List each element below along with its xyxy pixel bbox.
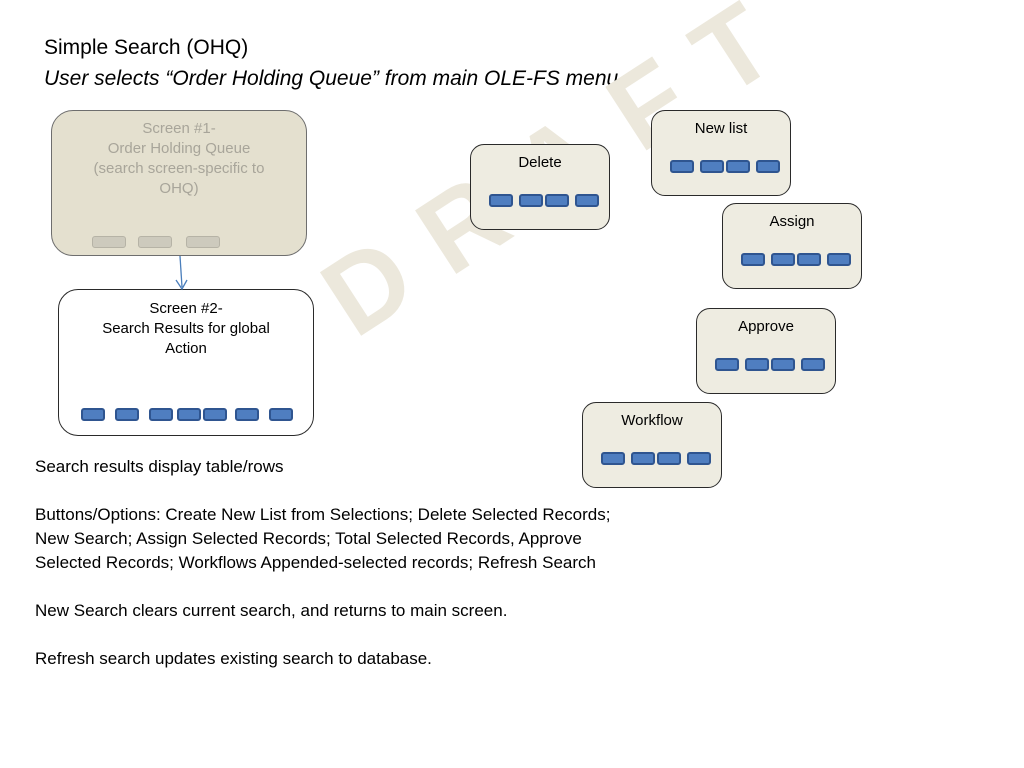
screen-2-label: Screen #2- Search Results for global Act… [102, 300, 270, 357]
approve-dialog-button[interactable] [745, 358, 769, 371]
screen-2-button[interactable] [115, 408, 139, 421]
page-title: Simple Search (OHQ) [44, 36, 249, 59]
approve-dialog: Approve [696, 308, 836, 394]
screen-2-button[interactable] [269, 408, 293, 421]
screen-1-box: Screen #1- Order Holding Queue (search s… [51, 110, 307, 256]
approve-dialog-button[interactable] [715, 358, 739, 371]
new-list-dialog-button[interactable] [670, 160, 694, 173]
delete-dialog-button[interactable] [575, 194, 599, 207]
screen-2-button[interactable] [203, 408, 227, 421]
delete-dialog-button[interactable] [489, 194, 513, 207]
assign-dialog-button[interactable] [827, 253, 851, 266]
assign-dialog-button[interactable] [797, 253, 821, 266]
delete-dialog-button[interactable] [519, 194, 543, 207]
approve-dialog-button[interactable] [771, 358, 795, 371]
new-list-dialog-button[interactable] [700, 160, 724, 173]
new-list-dialog: New list [651, 110, 791, 196]
screen-2-button[interactable] [177, 408, 201, 421]
assign-dialog: Assign [722, 203, 862, 289]
delete-dialog-button[interactable] [545, 194, 569, 207]
note-new-search: New Search clears current search, and re… [35, 601, 508, 620]
new-list-dialog-button[interactable] [756, 160, 780, 173]
approve-dialog-button[interactable] [801, 358, 825, 371]
delete-dialog: Delete [470, 144, 610, 230]
assign-dialog-label: Assign [769, 213, 815, 230]
workflow-dialog-label: Workflow [621, 412, 683, 429]
new-list-dialog-label: New list [694, 120, 748, 137]
workflow-dialog: Workflow [582, 402, 722, 488]
approve-dialog-label: Approve [738, 318, 794, 335]
note-display: Search results display table/rows [35, 457, 284, 476]
page-subtitle: User selects “Order Holding Queue” from … [44, 67, 619, 90]
screen-1-button[interactable] [92, 236, 126, 248]
assign-dialog-button[interactable] [741, 253, 765, 266]
workflow-dialog-button[interactable] [657, 452, 681, 465]
screen-1-button[interactable] [138, 236, 172, 248]
workflow-dialog-button[interactable] [601, 452, 625, 465]
screen-1-label: Screen #1- Order Holding Queue (search s… [93, 120, 265, 197]
workflow-dialog-button[interactable] [687, 452, 711, 465]
note-refresh-search: Refresh search updates existing search t… [35, 649, 432, 668]
workflow-dialog-button[interactable] [631, 452, 655, 465]
delete-dialog-label: Delete [518, 154, 562, 171]
screen-2-button[interactable] [81, 408, 105, 421]
screen-2-button[interactable] [149, 408, 173, 421]
screen-2-button[interactable] [235, 408, 259, 421]
note-buttons-options: Buttons/Options: Create New List from Se… [35, 505, 611, 572]
notes: Search results display table/rows Button… [35, 455, 635, 695]
screen-1-button[interactable] [186, 236, 220, 248]
screen-2-box: Screen #2- Search Results for global Act… [58, 289, 314, 436]
new-list-dialog-button[interactable] [726, 160, 750, 173]
assign-dialog-button[interactable] [771, 253, 795, 266]
